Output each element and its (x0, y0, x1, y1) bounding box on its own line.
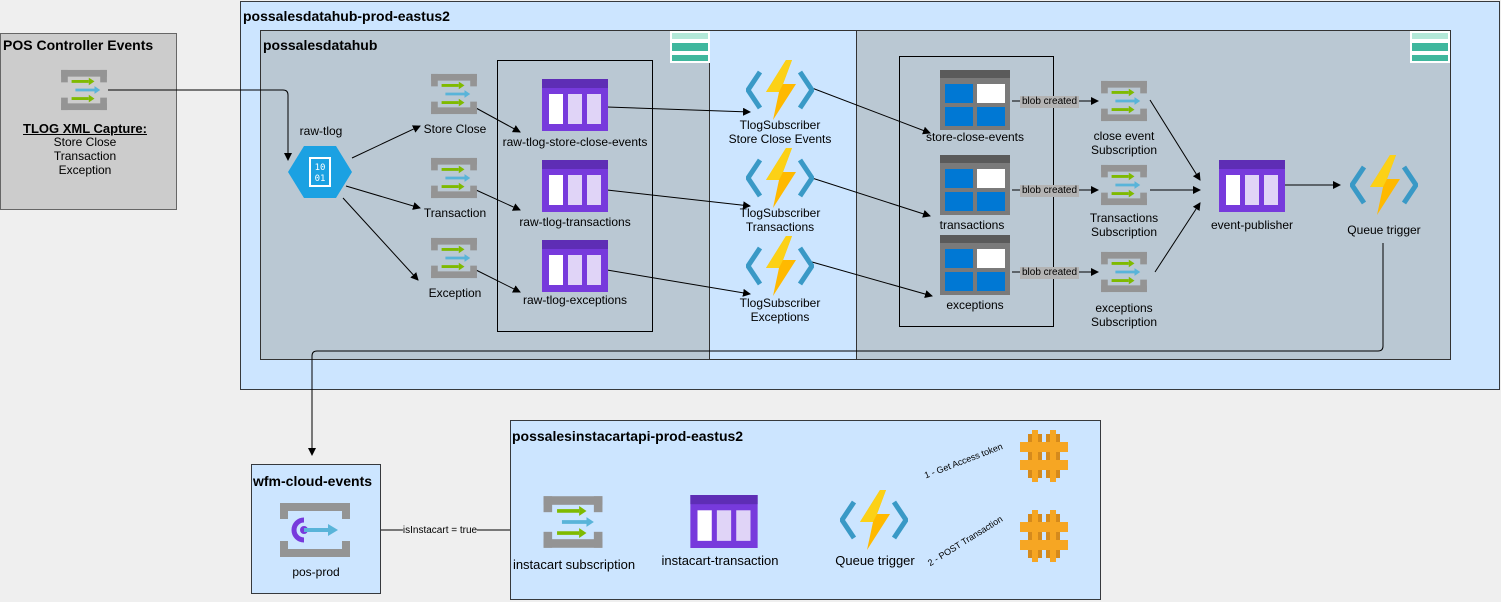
blob-created-label: blob created (1020, 185, 1080, 197)
close-event-subscription-line2: Subscription (1090, 143, 1158, 157)
capture-item-transaction: Transaction (53, 149, 117, 163)
raw-queue-group (497, 60, 653, 332)
container-exceptions-label: exceptions (946, 298, 1004, 312)
container-transactions-label: transactions (939, 218, 1005, 232)
exceptions-subscription-icon[interactable] (1100, 251, 1148, 293)
tlog-capture-title: TLOG XML Capture: (23, 121, 147, 136)
exceptions-subscription-line1: exceptions (1095, 301, 1153, 315)
instacart-queue-trigger-label: Queue trigger (835, 553, 915, 568)
queue-icon[interactable] (690, 495, 758, 548)
blob-created-label: blob created (1020, 267, 1080, 279)
pos-prod-label: pos-prod (292, 565, 340, 579)
exceptions-subscription-line2: Subscription (1090, 315, 1158, 329)
api-management-icon[interactable] (1018, 430, 1070, 482)
transactions-subscription-line2: Subscription (1090, 225, 1158, 239)
function-icon[interactable] (746, 60, 814, 120)
store-close-subscription-label: Store Close (423, 122, 487, 136)
instacart-subscription-label: instacart subscription (512, 557, 636, 572)
queue-icon[interactable] (542, 79, 608, 131)
close-event-subscription-icon[interactable] (1100, 80, 1148, 122)
function-exceptions-line2: Exceptions (750, 310, 810, 324)
blob-created-label: blob created (1020, 96, 1080, 108)
pos-controller-group (0, 33, 177, 210)
container-store-close-label: store-close-events (925, 130, 1025, 144)
blob-container-icon[interactable] (940, 70, 1010, 130)
transaction-subscription-icon[interactable] (430, 157, 478, 199)
instacart-resource-group (510, 420, 1101, 600)
queue-icon[interactable] (1219, 160, 1285, 212)
function-exceptions-line1: TlogSubscriber (739, 296, 821, 310)
function-icon[interactable] (746, 236, 814, 296)
raw-tlog-label: raw-tlog (299, 124, 343, 138)
close-event-subscription-line1: close event (1093, 129, 1155, 143)
instacart-rg-title: possalesinstacartapi-prod-eastus2 (512, 428, 744, 444)
pos-controller-title: POS Controller Events (3, 37, 154, 53)
exception-subscription-label: Exception (428, 286, 482, 300)
raw-queue-exceptions-label: raw-tlog-exceptions (522, 293, 628, 307)
capture-item-store-close: Store Close (53, 135, 117, 149)
capture-item-exception: Exception (58, 163, 112, 177)
namespace-panel-left (260, 30, 710, 360)
queue-icon[interactable] (542, 160, 608, 212)
function-icon[interactable] (1350, 155, 1418, 215)
function-icon[interactable] (840, 490, 908, 550)
function-transactions-line1: TlogSubscriber (739, 206, 821, 220)
transactions-subscription-icon[interactable] (1100, 164, 1148, 206)
api-management-icon[interactable] (1018, 510, 1070, 562)
transaction-subscription-label: Transaction (423, 206, 487, 220)
queue-icon[interactable] (542, 240, 608, 292)
datahub-rg-title: possalesdatahub-prod-eastus2 (243, 8, 450, 24)
event-publisher-label: event-publisher (1210, 218, 1294, 232)
store-close-subscription-icon[interactable] (430, 73, 478, 115)
function-store-close-line2: Store Close Events (728, 132, 832, 146)
namespace-title: possalesdatahub (263, 37, 378, 53)
exception-subscription-icon[interactable] (430, 237, 478, 279)
instacart-transaction-label: instacart-transaction (661, 553, 779, 568)
event-grid-topic-icon[interactable] (280, 503, 350, 557)
filter-label: isInstacart = true (402, 524, 478, 538)
blob-container-icon[interactable] (940, 235, 1010, 295)
wfm-title: wfm-cloud-events (253, 473, 373, 489)
blob-container-icon[interactable] (940, 155, 1010, 215)
function-icon[interactable] (746, 148, 814, 208)
function-transactions-line2: Transactions (745, 220, 815, 234)
queue-trigger-label: Queue trigger (1347, 223, 1421, 237)
instacart-subscription-icon[interactable] (542, 495, 604, 549)
event-hub-icon[interactable] (288, 146, 352, 198)
function-store-close-line1: TlogSubscriber (739, 118, 821, 132)
transactions-subscription-line1: Transactions (1089, 211, 1159, 225)
raw-queue-store-close-label: raw-tlog-store-close-events (502, 135, 648, 149)
raw-queue-transactions-label: raw-tlog-transactions (519, 215, 631, 229)
